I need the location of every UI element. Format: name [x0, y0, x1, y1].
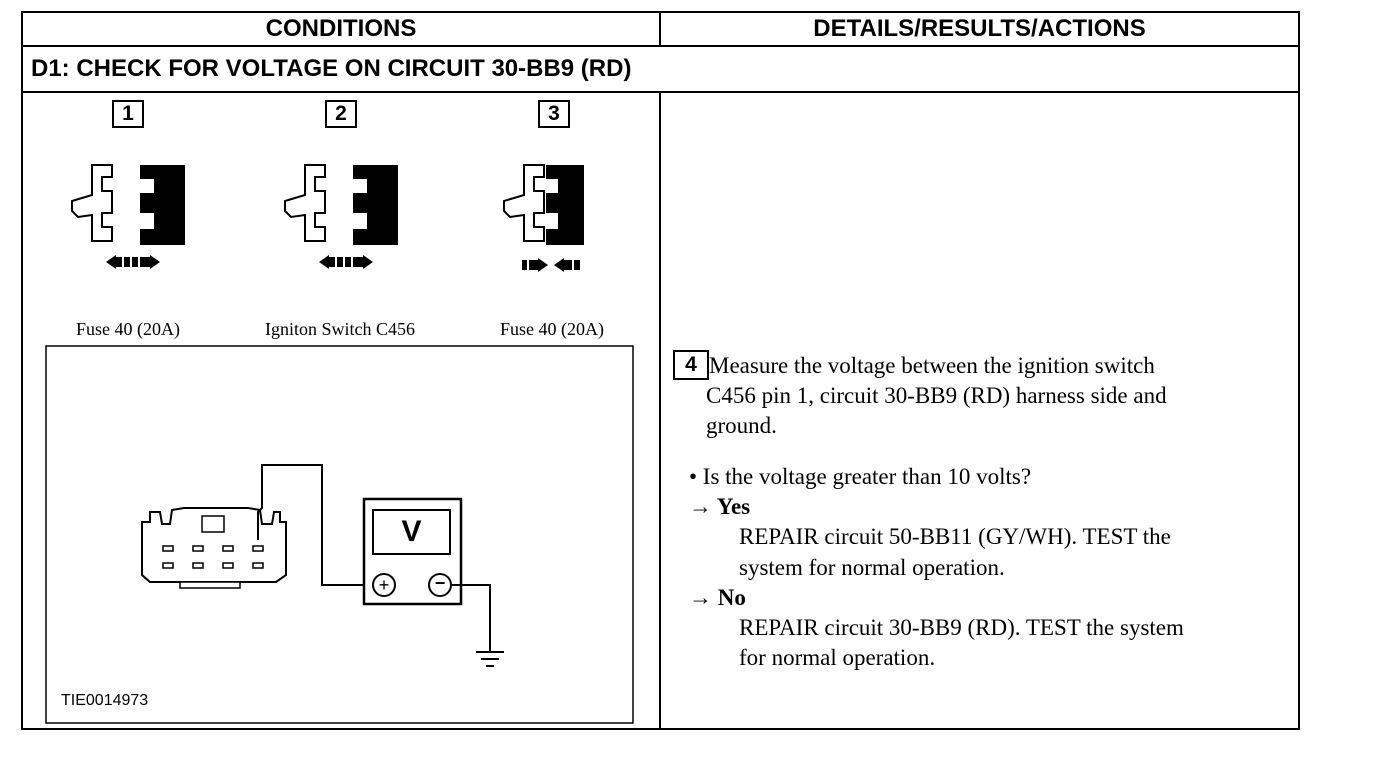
instruction-line-3: ground. [706, 413, 777, 438]
step-title: D1: CHECK FOR VOLTAGE ON CIRCUIT 30-BB9 … [31, 55, 632, 82]
step-3-caption: Fuse 40 (20A) [500, 319, 604, 339]
yes-action-line-2: system for normal operation. [739, 555, 1005, 580]
step-1-caption: Fuse 40 (20A) [76, 319, 180, 339]
positive-terminal-icon: + [378, 575, 390, 595]
step-number-3: 3 [538, 100, 570, 128]
harness-connector-icon [141, 507, 287, 589]
instruction-line-1: Measure the voltage between the ignition… [709, 353, 1155, 378]
no-action-line-2: for normal operation. [739, 645, 936, 670]
negative-terminal-icon: − [434, 573, 446, 593]
step-2-caption: Igniton Switch C456 [264, 319, 415, 339]
no-label: → No [689, 585, 746, 610]
yes-action-line-1: REPAIR circuit 50-BB11 (GY/WH). TEST the [739, 524, 1171, 549]
ground-icon [476, 651, 504, 667]
figure-id: TIE0014973 [61, 692, 149, 709]
voltmeter-label: V [401, 515, 422, 548]
details-header: DETAILS/RESULTS/ACTIONS [813, 15, 1146, 42]
question-text: • Is the voltage greater than 10 volts? [689, 464, 1032, 489]
yes-label: → Yes [689, 494, 751, 519]
conditions-header: CONDITIONS [265, 15, 417, 42]
no-action-line-1: REPAIR circuit 30-BB9 (RD). TEST the sys… [739, 615, 1184, 640]
instruction-line-2: C456 pin 1, circuit 30-BB9 (RD) harness … [706, 383, 1167, 408]
step-number-1: 1 [112, 100, 144, 128]
step-number-4: 4 [673, 350, 709, 380]
step-number-2: 2 [325, 100, 357, 128]
